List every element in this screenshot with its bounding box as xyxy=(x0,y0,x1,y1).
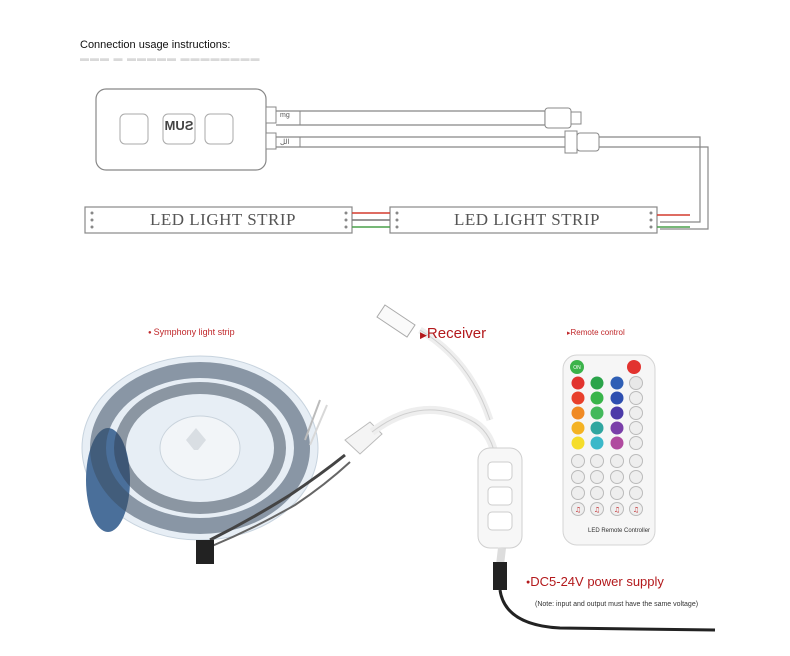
controller-button-left xyxy=(119,113,149,145)
led-strip-1 xyxy=(84,206,353,234)
arrow-right-icon: ▶ xyxy=(420,330,427,340)
controller-button-center xyxy=(162,113,196,145)
svg-text:♫: ♫ xyxy=(614,506,620,514)
svg-text:♫: ♫ xyxy=(633,506,639,514)
arrow-right-icon: ▸ xyxy=(567,330,571,337)
led-strip-2 xyxy=(389,206,658,234)
connector-top-label: mg xyxy=(280,112,290,119)
remote-control-label: ▸Remote control xyxy=(567,328,625,337)
svg-text:ON: ON xyxy=(573,365,581,371)
power-supply-label: ●DC5-24V power supply xyxy=(526,574,664,589)
svg-text:♫: ♫ xyxy=(594,506,600,514)
power-note: (Note: input and output must have the sa… xyxy=(535,601,699,608)
faint-subtitle: ▬▬▬ ▬ ▬▬▬▬▬ ▬▬▬▬▬▬▬▬ xyxy=(80,53,261,63)
strip-2-label: LED LIGHT STRIP xyxy=(454,210,601,229)
page-title: Connection usage instructions: xyxy=(80,39,231,51)
symphony-strip-label: Symphony light strip xyxy=(148,327,235,337)
strip-connector xyxy=(196,540,214,564)
svg-text:♫: ♫ xyxy=(575,506,581,514)
connector-bottom-label: الل xyxy=(280,139,290,146)
remote-color-buttons xyxy=(571,391,643,450)
power-plug xyxy=(493,562,507,590)
controller-button-right xyxy=(204,113,234,145)
bullet-icon: ● xyxy=(526,579,531,586)
controller-port-bottom xyxy=(265,132,277,150)
remote-caption: LED Remote Controller xyxy=(588,528,651,534)
strip-1-label: LED LIGHT STRIP xyxy=(150,210,297,229)
receiver-label: ▶Receiver xyxy=(420,325,487,342)
remote-function-buttons xyxy=(571,454,643,516)
controller-port-top xyxy=(265,106,277,124)
receiver-plug xyxy=(376,304,416,338)
